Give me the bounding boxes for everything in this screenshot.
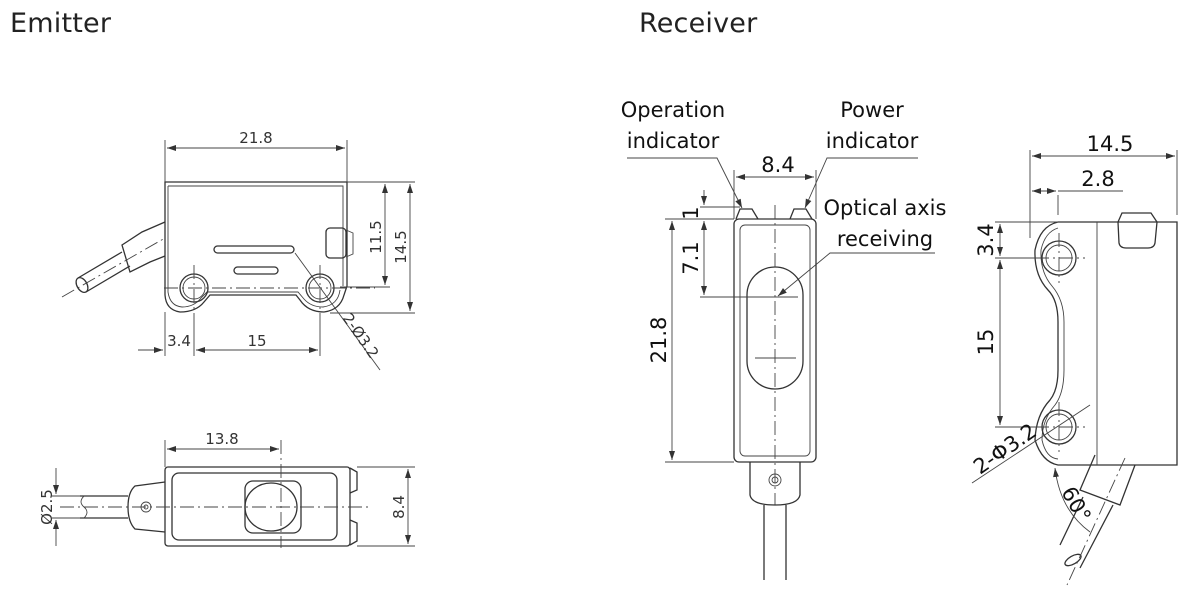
label-operation-indicator-1: Operation <box>621 98 726 122</box>
emitter-lens <box>244 482 298 532</box>
label-power-indicator-1: Power <box>840 98 904 122</box>
dim-emitter-hole-pitch: 15 <box>247 332 266 350</box>
dim-emitter-hole-height: 11.5 <box>367 220 385 253</box>
emitter-top-body <box>164 466 351 547</box>
emitter-side-view: 21.8 11.5 14.5 3.4 15 2-Ø3.2 <box>61 129 415 371</box>
dim-emitter-thickness: 8.4 <box>390 495 408 519</box>
receiver-hole-leader <box>971 404 1091 484</box>
dim-emitter-hole-offset: 3.4 <box>167 332 191 350</box>
label-optical-axis-2: receiving <box>837 227 933 251</box>
receiver-side-view: 60° 14.5 2.8 3.4 15 2-Φ3.2 <box>969 132 1178 586</box>
receiver-front-cable <box>763 505 787 580</box>
emitter-top-view: 13.8 8.4 Ø2.5 <box>38 430 415 548</box>
dim-receiver-hole-spec: 2-Φ3.2 <box>969 419 1041 479</box>
emitter-top-cable <box>80 495 128 519</box>
emitter-slot-upper <box>213 245 295 254</box>
dim-receiver-width: 8.4 <box>761 153 794 177</box>
dim-emitter-cable-diameter: Ø2.5 <box>38 489 56 525</box>
receiver-cable-gland <box>1079 454 1136 506</box>
label-optical-axis-1: Optical axis <box>824 196 947 220</box>
receiver-side-body <box>1034 221 1178 466</box>
receiver-side-cable <box>1059 496 1114 569</box>
dim-receiver-indicator-height: 1 <box>679 206 703 219</box>
dim-emitter-width: 21.8 <box>239 129 272 147</box>
dim-receiver-hole-edge: 2.8 <box>1081 167 1114 191</box>
dim-receiver-hole-pitch: 15 <box>974 329 998 356</box>
receiver-power-indicator <box>789 208 813 220</box>
emitter-body-outline <box>164 181 348 313</box>
label-operation-indicator-2: indicator <box>627 129 720 153</box>
emitter-title: Emitter <box>10 8 112 39</box>
dim-receiver-optical-axis: 7.1 <box>679 241 703 274</box>
dim-emitter-height: 14.5 <box>392 230 410 263</box>
dim-receiver-depth: 14.5 <box>1087 132 1134 156</box>
receiver-operation-indicator <box>735 208 759 220</box>
emitter-cable <box>121 221 166 273</box>
dim-receiver-hole-top: 3.4 <box>974 223 998 256</box>
emitter-slot-lower <box>233 266 279 275</box>
emitter-indicator <box>325 227 347 259</box>
dim-emitter-lens-offset: 13.8 <box>205 430 238 448</box>
receiver-title: Receiver <box>639 8 758 39</box>
receiver-cable-gland <box>749 462 801 506</box>
dim-receiver-cable-angle: 60° <box>1056 482 1095 526</box>
dim-receiver-length: 21.8 <box>647 317 671 364</box>
label-power-indicator-2: indicator <box>826 129 919 153</box>
emitter-hole-leader <box>294 252 381 371</box>
receiver-front-view: Operation indicator Power indicator Opti… <box>621 98 947 580</box>
receiver-side-indicator <box>1117 212 1158 249</box>
dim-emitter-hole-spec: 2-Ø3.2 <box>339 310 383 362</box>
